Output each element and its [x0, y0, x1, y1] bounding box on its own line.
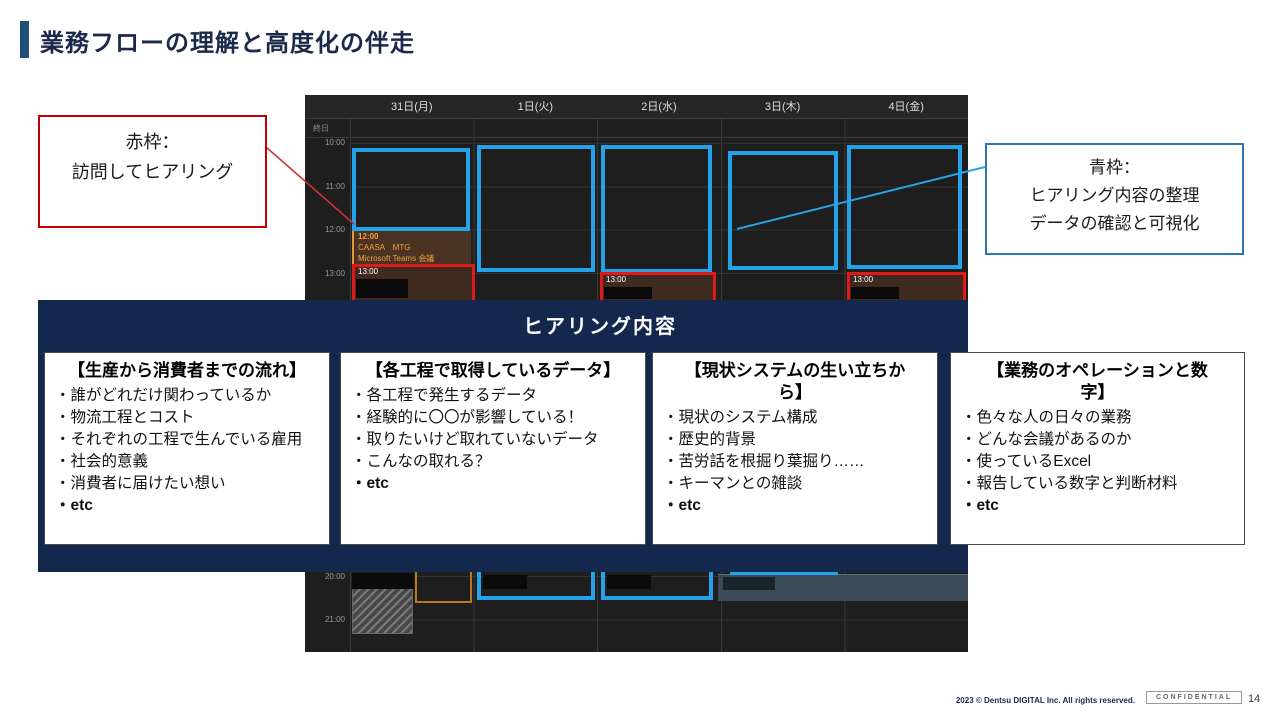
time-label-20: 20:00 — [324, 572, 345, 581]
card-item: ・消費者に届けたい想い — [55, 475, 226, 493]
blue-note-line1: ヒアリング内容の整理 — [1029, 186, 1200, 205]
time-label-11: 11:00 — [325, 182, 345, 191]
card-title: 【現状システムの生い立ちから】 — [684, 361, 906, 403]
redacted-event-block — [723, 577, 775, 590]
blue-frame-tuesday — [477, 145, 595, 272]
event-title: CAASA MTG — [358, 243, 411, 252]
card-item: ・歴史的背景 — [663, 431, 757, 449]
day-header-wednesday: 2日(水) — [641, 101, 677, 113]
card-item: ・etc — [961, 497, 999, 515]
calendar-header: 31日(月) 1日(火) 2日(水) 3日(木) 4日(金) — [305, 95, 968, 119]
redacted-event-block — [851, 287, 899, 299]
card-item: ・etc — [55, 497, 93, 515]
red-note-box: 赤枠： 訪問してヒアリング — [38, 115, 267, 228]
event-location: Microsoft Teams 会議 — [358, 254, 435, 263]
card-item: ・現状のシステム構成 — [663, 409, 818, 427]
time-label-10: 10:00 — [324, 138, 345, 147]
card-title: 【各工程で取得しているデータ】 — [365, 361, 621, 380]
card-title: 【業務のオペレーションと数字】 — [987, 361, 1208, 403]
card-title: 【生産から消費者までの流れ】 — [68, 361, 306, 380]
hearing-banner-title: ヒアリング内容 — [523, 316, 677, 338]
hearing-card-flow: 【生産から消費者までの流れ】 ・誰がどれだけ関わっているか ・物流工程とコスト … — [44, 352, 330, 545]
blue-note-heading: 青枠： — [1089, 158, 1140, 177]
time-label-21: 21:00 — [324, 615, 345, 624]
red-note-body: 訪問してヒアリング — [71, 162, 234, 182]
event-1300-friday[interactable]: 13:00 — [849, 274, 965, 300]
time-label-12: 12:00 — [324, 225, 345, 234]
card-item: ・取りたいけど取れていないデータ — [351, 431, 599, 449]
day-header-monday: 31日(月) — [391, 101, 433, 113]
event-1300-wednesday[interactable]: 13:00 — [602, 274, 714, 300]
blue-note-box: 青枠： ヒアリング内容の整理 データの確認と可視化 — [985, 143, 1244, 255]
redacted-event-block — [356, 279, 408, 298]
event-1300-monday[interactable]: 13:00 — [354, 266, 473, 300]
blue-frame-friday — [847, 145, 962, 269]
hearing-card-system-history: 【現状システムの生い立ちから】 ・現状のシステム構成 ・歴史的背景 ・苦労話を根… — [652, 352, 938, 545]
hearing-card-data: 【各工程で取得しているデータ】 ・各工程で発生するデータ ・経験的に〇〇が影響し… — [340, 352, 646, 545]
card-item: ・各工程で発生するデータ — [351, 387, 538, 405]
card-item: ・報告している数字と判断材料 — [961, 475, 1178, 493]
day-header-thursday: 3日(木) — [764, 101, 801, 113]
card-item: ・こんなの取れる？ — [351, 453, 491, 471]
redacted-event-block — [352, 573, 414, 589]
blue-frame-thursday-evening-edge — [730, 572, 838, 575]
card-item: ・それぞれの工程で生んでいる雇用 — [55, 431, 303, 449]
card-item: ・社会的意義 — [55, 453, 149, 471]
redacted-event-block — [483, 575, 527, 589]
calendar-gutter — [305, 95, 350, 118]
redacted-event-block — [607, 575, 651, 589]
title-accent-bar — [20, 21, 29, 58]
blue-frame-monday — [352, 148, 470, 231]
page-number: 14 — [1248, 693, 1261, 705]
card-item: ・どんな会議があるのか — [961, 431, 1132, 449]
event-caasa-mtg[interactable]: 12:00 CAASA MTG Microsoft Teams 会議 — [352, 230, 471, 264]
card-item: ・キーマンとの雑談 — [663, 475, 803, 493]
event-time: 13:00 — [606, 275, 627, 284]
card-item: ・etc — [663, 497, 701, 515]
card-item: ・使っているExcel — [961, 453, 1092, 471]
allday-label: 終日 — [313, 124, 329, 133]
page-title: 業務フローの理解と高度化の伴走 — [40, 30, 415, 57]
card-item: ・苦労話を根掘り葉掘り…… — [663, 453, 865, 471]
card-item: ・etc — [351, 475, 389, 493]
redacted-event-block — [604, 287, 652, 299]
blue-note-line2: データの確認と可視化 — [1029, 214, 1200, 233]
event-time: 13:00 — [358, 267, 379, 276]
card-item: ・色々な人の日々の業務 — [961, 409, 1132, 427]
day-header-friday: 4日(金) — [888, 101, 924, 113]
blue-frame-wednesday — [601, 145, 712, 273]
time-label-13: 13:00 — [324, 269, 345, 278]
card-item: ・経験的に〇〇が影響している！ — [351, 409, 584, 427]
red-note-heading: 赤枠： — [125, 132, 180, 152]
footer-copyright: 2023 © Dentsu DIGITAL Inc. All rights re… — [955, 696, 1135, 705]
day-header-tuesday: 1日(火) — [517, 101, 554, 113]
event-time: 13:00 — [853, 275, 874, 284]
confidential-badge: CONFIDENTIAL — [1146, 691, 1243, 704]
hearing-card-operations: 【業務のオペレーションと数字】 ・色々な人の日々の業務 ・どんな会議があるのか … — [950, 352, 1245, 545]
card-item: ・誰がどれだけ関わっているか — [55, 387, 272, 405]
blue-frame-thursday — [728, 151, 838, 270]
card-item: ・物流工程とコスト — [55, 409, 195, 427]
event-time: 12:00 — [358, 232, 379, 241]
